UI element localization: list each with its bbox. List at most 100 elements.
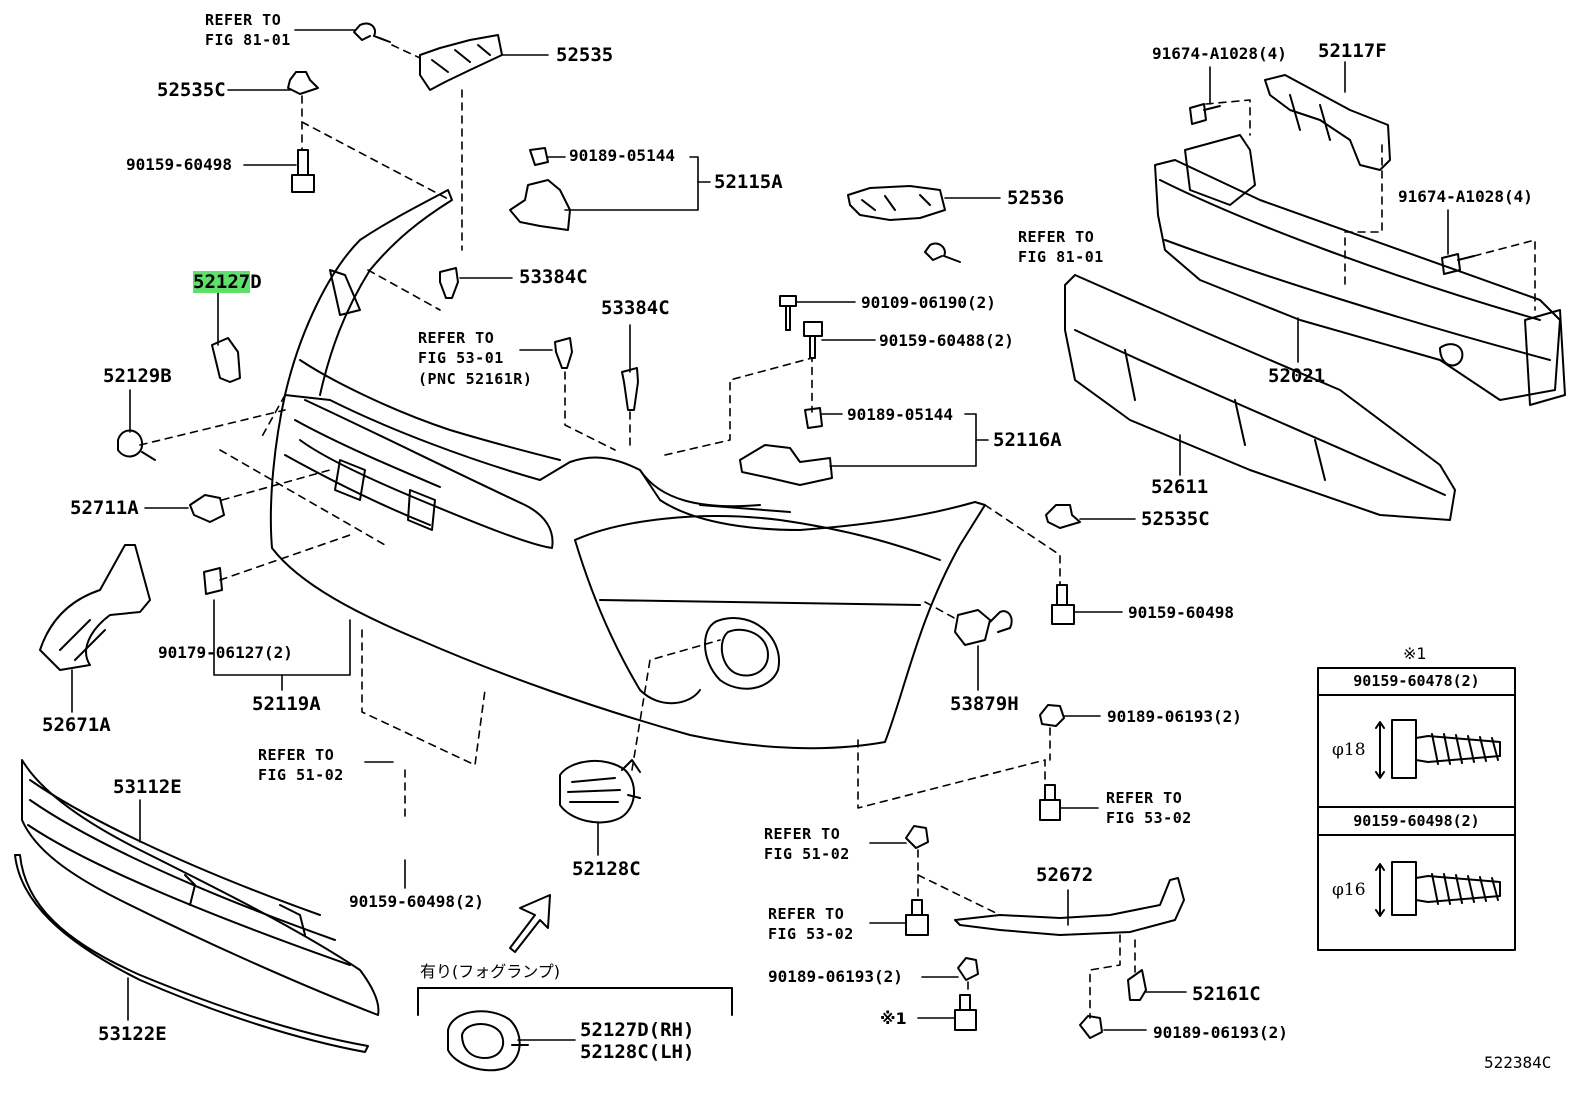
refer-to-label: REFER TO xyxy=(1106,789,1183,807)
molding-53122E xyxy=(14,854,369,1053)
part-number-53384C[interactable]: 53384C xyxy=(601,297,670,319)
grille-53112E xyxy=(21,759,380,1016)
part-number-90189-06193[interactable]: 90189-06193(2) xyxy=(768,967,903,986)
highlighted-part-number: 52127 xyxy=(193,271,251,293)
bracket-52536 xyxy=(847,185,961,263)
part-number-52611[interactable]: 52611 xyxy=(1151,476,1209,498)
part-number-52671A[interactable]: 52671A xyxy=(42,714,111,736)
part-number-52535[interactable]: 52535 xyxy=(556,44,614,66)
fig-ref-label[interactable]: FIG 53-02 xyxy=(768,925,854,943)
clip-90189-05144-b xyxy=(804,407,823,429)
reinforcement-52021 xyxy=(1154,134,1566,406)
fig-ref-label[interactable]: FIG 81-01 xyxy=(1018,248,1104,266)
part-number-52127D[interactable]: 52127D xyxy=(193,271,262,293)
part-number-52021[interactable]: 52021 xyxy=(1268,365,1326,387)
refer-to-label: REFER TO xyxy=(764,825,841,843)
note-mark: ※1 xyxy=(880,1009,907,1028)
part-number-52127D-rh[interactable]: 52127D(RH) xyxy=(580,1019,695,1041)
part-number-52535C[interactable]: 52535C xyxy=(1141,508,1210,530)
table-row-header[interactable]: 90159-60498(2) xyxy=(1318,808,1515,836)
part-number-52535C[interactable]: 52535C xyxy=(157,79,226,101)
table-divider xyxy=(1318,806,1515,808)
clip-52161C xyxy=(1127,969,1147,1001)
part-number-90179-06127[interactable]: 90179-06127(2) xyxy=(158,643,293,662)
retainer-52711A xyxy=(189,494,225,523)
fastener-table: 90159-60478(2) φ18 90159-60498(2) φ16 xyxy=(1318,668,1515,950)
bolt-refer-53-02-a xyxy=(1039,784,1061,821)
dashed-leaders xyxy=(139,44,1536,1019)
fog-lamp-variant xyxy=(417,987,733,1072)
part-number-90189-06193[interactable]: 90189-06193(2) xyxy=(1153,1023,1288,1042)
part-number-52711A[interactable]: 52711A xyxy=(70,497,139,519)
table-row-header[interactable]: 90159-60478(2) xyxy=(1318,668,1515,696)
part-number-52536[interactable]: 52536 xyxy=(1007,187,1065,209)
shield-52671A xyxy=(39,544,151,671)
bolt-90159-60498-a xyxy=(291,149,315,193)
bumper-cover-52119A xyxy=(269,189,986,750)
part-number-53122E[interactable]: 53122E xyxy=(98,1023,167,1045)
part-number-90189-06193[interactable]: 90189-06193(2) xyxy=(1107,707,1242,726)
bezel-52128C xyxy=(559,759,641,824)
fig-ref-label[interactable]: FIG 53-01 xyxy=(418,349,504,367)
pnc-ref-label: (PNC 52161R) xyxy=(418,370,533,388)
part-number-90109-06190[interactable]: 90109-06190(2) xyxy=(861,293,996,312)
bolt-91674-b xyxy=(1441,253,1475,275)
part-number-90159-60498[interactable]: 90159-60498 xyxy=(126,155,232,174)
part-number-90189-05144[interactable]: 90189-05144 xyxy=(847,405,953,424)
bracket-52116A xyxy=(739,444,833,486)
fig-ref-label[interactable]: FIG 51-02 xyxy=(258,766,344,784)
bolt-refer-53-02-b xyxy=(905,899,929,936)
clip-52535C-b xyxy=(1045,504,1081,529)
fig-ref-label[interactable]: FIG 51-02 xyxy=(764,845,850,863)
part-number-52115A[interactable]: 52115A xyxy=(714,171,783,193)
refer-to-label: REFER TO xyxy=(258,746,335,764)
bolt-90109-06190 xyxy=(779,295,797,331)
clip-90189-06193-a xyxy=(1039,704,1065,727)
table-note-mark: ※1 xyxy=(1403,644,1427,663)
part-number-52161C[interactable]: 52161C xyxy=(1192,983,1261,1005)
clip-90189-06193-c xyxy=(1079,1015,1103,1039)
bracket-52115A xyxy=(509,147,571,231)
bolt-note-1 xyxy=(954,994,977,1031)
refer-to-label: REFER TO xyxy=(768,905,845,923)
part-number-52129B[interactable]: 52129B xyxy=(103,365,172,387)
clip-52535C-a xyxy=(287,71,319,95)
clip-refer-51-02-b xyxy=(905,825,929,849)
bolt-90159-60498-c xyxy=(1051,584,1075,625)
absorber-52611 xyxy=(1064,274,1456,521)
part-number-52128C[interactable]: 52128C xyxy=(572,858,641,880)
part-number-52117F[interactable]: 52117F xyxy=(1318,40,1387,62)
fog-lamp-note: 有り(フォグランプ) xyxy=(420,962,561,981)
part-number-91674-a1028[interactable]: 91674-A1028(4) xyxy=(1152,44,1287,63)
leader-lines xyxy=(71,29,1449,1041)
bracket-52117F xyxy=(1264,74,1391,171)
part-number-53879H[interactable]: 53879H xyxy=(950,693,1019,715)
part-number-52672[interactable]: 52672 xyxy=(1036,864,1094,886)
part-number-90159-60498[interactable]: 90159-60498(2) xyxy=(349,892,484,911)
refer-to-label: REFER TO xyxy=(1018,228,1095,246)
part-number-52128C-lh[interactable]: 52128C(LH) xyxy=(580,1041,695,1063)
part-number-53384C[interactable]: 53384C xyxy=(519,266,588,288)
fastener-table-drawing xyxy=(1317,667,1516,951)
part-number-90189-05144[interactable]: 90189-05144 xyxy=(569,146,675,165)
clip-53384C-b xyxy=(554,337,573,369)
part-number-91674-a1028[interactable]: 91674-A1028(4) xyxy=(1398,187,1533,206)
fig-ref-label[interactable]: FIG 53-02 xyxy=(1106,809,1192,827)
up-arrow-icon xyxy=(509,894,551,953)
part-number-53112E[interactable]: 53112E xyxy=(113,776,182,798)
dimension-label: φ16 xyxy=(1332,880,1366,900)
part-number-52116A[interactable]: 52116A xyxy=(993,429,1062,451)
part-suffix: D xyxy=(250,271,262,293)
diagram-id: 522384C xyxy=(1484,1053,1552,1072)
fig-ref-label[interactable]: FIG 81-01 xyxy=(205,31,291,49)
nut-90179-06127 xyxy=(203,567,223,595)
part-number-90159-60488[interactable]: 90159-60488(2) xyxy=(879,331,1014,350)
clip-90189-06193-b xyxy=(957,957,979,981)
refer-to-label: REFER TO xyxy=(205,11,282,29)
part-number-90159-60498[interactable]: 90159-60498 xyxy=(1128,603,1234,622)
refer-to-label: REFER TO xyxy=(418,329,495,347)
clip-53384C-c xyxy=(621,367,639,411)
clip-53384C-a xyxy=(439,267,459,299)
part-number-52119A[interactable]: 52119A xyxy=(252,693,321,715)
reinforcement-52672 xyxy=(954,877,1185,936)
